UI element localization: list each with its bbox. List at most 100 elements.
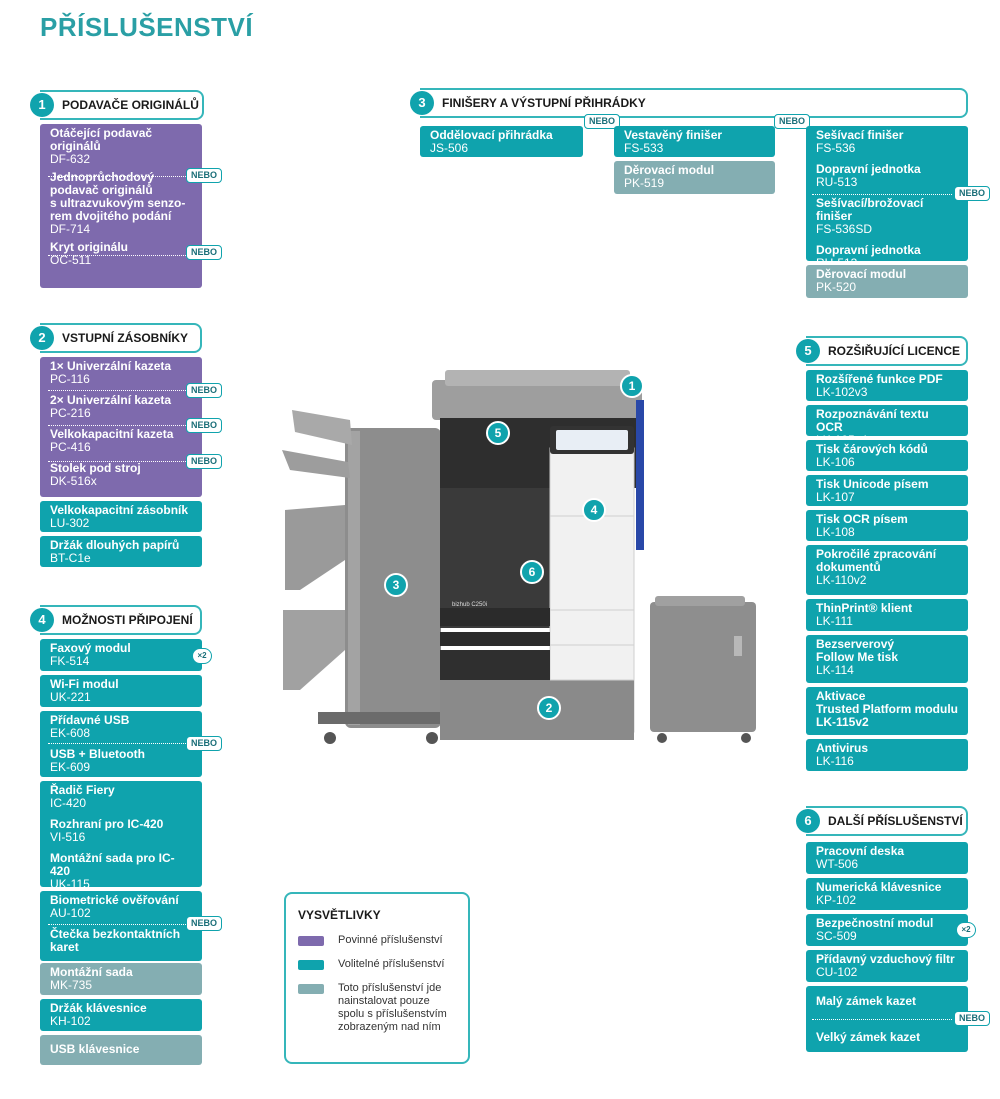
- or-badge: NEBO: [954, 186, 991, 201]
- licence-lk105: Rozpoznávání textu OCR LK-105v4: [806, 405, 968, 447]
- item-name: 2× Univerzální kazeta: [50, 393, 172, 407]
- accessory-mk735: Montážní sada MK-735: [40, 963, 202, 995]
- item-name: Velkokapacitní kazeta: [50, 427, 174, 441]
- item-code: IC-420: [50, 796, 87, 810]
- item-name: Čtečka bezkontaktních karet: [50, 927, 181, 954]
- licence-lk107: Tisk Unicode písem LK-107: [806, 475, 968, 506]
- item-name: Pokročilé zpracování dokumentů: [816, 547, 937, 574]
- item-name: Rozhraní pro IC-420: [50, 817, 164, 831]
- accessory-js506: Oddělovací přihrádka JS-506: [420, 126, 583, 157]
- item-code: UK-115: [50, 877, 90, 891]
- divider: [48, 255, 188, 256]
- item-name: Přídavné USB: [50, 713, 130, 727]
- item-code: FS-536SD: [816, 222, 873, 236]
- item-code: DF-714: [50, 222, 91, 236]
- printer-main-unit: bizhub C250i: [432, 370, 644, 740]
- item-name: Řadič Fiery: [50, 783, 115, 797]
- item-name: Přídavný vzduchový filtr: [816, 952, 955, 966]
- item-code: PC-116: [50, 372, 90, 386]
- item-name: Oddělovací přihrádka: [430, 128, 553, 142]
- section-header-input-trays: 2 VSTUPNÍ ZÁSOBNÍKY: [30, 323, 202, 353]
- item-code: PC-416: [50, 440, 91, 454]
- section-number: 4: [30, 608, 54, 632]
- item-name: USB + Bluetooth: [50, 747, 145, 761]
- item-code: VI-516: [50, 830, 86, 844]
- item-code: RU-513: [816, 175, 858, 189]
- callout-input-trays: 2: [537, 696, 561, 720]
- item-name: Dopravní jednotka: [816, 162, 921, 176]
- item-name: Faxový modul: [50, 641, 131, 655]
- item-name: Stolek pod stroj: [50, 461, 141, 475]
- fiery-group: Řadič Fiery IC-420 Rozhraní pro IC-420 V…: [40, 781, 202, 891]
- item-code: DF-632: [50, 152, 91, 166]
- item-code: EK-608: [50, 726, 91, 740]
- accessory-pk520: Děrovací modul PK-520: [806, 265, 968, 298]
- item-code: FS-533: [624, 141, 664, 155]
- item-name: Montážní sada: [50, 965, 133, 979]
- divider: [48, 390, 188, 391]
- accessory-wt506: Pracovní deska WT-506: [806, 842, 968, 874]
- or-badge: NEBO: [186, 383, 223, 398]
- callout-connectivity: 4: [582, 498, 606, 522]
- divider: [812, 194, 952, 195]
- item-name: Montážní sada pro IC-420: [50, 851, 175, 878]
- item-code: UK-221: [50, 690, 91, 704]
- section-header-licences: 5 ROZŠIŘUJÍCÍ LICENCE: [796, 336, 968, 366]
- item-code: MK-735: [50, 978, 93, 992]
- item-code: PK-519: [624, 176, 665, 190]
- item-name: Dopravní jednotka: [816, 243, 921, 257]
- finisher-group: Sešívací finišer FS-536 Dopravní jednotk…: [806, 126, 968, 270]
- licence-lk110: Pokročilé zpracování dokumentů LK-110v2: [806, 545, 968, 595]
- item-code: CU-102: [816, 965, 858, 979]
- accessory-pk519: Děrovací modul PK-519: [614, 161, 775, 194]
- or-badge: NEBO: [186, 916, 223, 931]
- accessory-kh102: Držák klávesnice KH-102: [40, 999, 202, 1031]
- accessory-kp102: Numerická klávesnice KP-102: [806, 878, 968, 910]
- item-code: LU-302: [50, 516, 90, 530]
- divider: [48, 924, 188, 925]
- licence-lk106: Tisk čárových kódů LK-106: [806, 440, 968, 471]
- item-code: LK-107: [816, 490, 855, 504]
- item-code: PC-216: [50, 406, 91, 420]
- legend: VYSVĚTLIVKY Povinné příslušenství Volite…: [284, 892, 470, 1064]
- item-name: Sešívací/brožovací finišer: [816, 196, 924, 223]
- or-badge: NEBO: [186, 168, 223, 183]
- section-number: 5: [796, 339, 820, 363]
- item-code: LK-114: [816, 663, 854, 677]
- item-code: LK-108: [816, 525, 855, 539]
- item-code: FS-536: [816, 141, 856, 155]
- item-name: Aktivace Trusted Platform modulu LK-115v…: [816, 689, 959, 729]
- item-code: LK-116: [816, 754, 854, 768]
- accessory-btc1e: Držák dlouhých papírů BT-C1e: [40, 536, 202, 567]
- licence-lk108: Tisk OCR písem LK-108: [806, 510, 968, 541]
- or-badge: NEBO: [186, 418, 223, 433]
- item-name: Jednoprůchodový podavač originálů s ultr…: [50, 170, 186, 223]
- item-name: Tisk čárových kódů: [816, 442, 928, 456]
- large-capacity-unit: [650, 596, 756, 743]
- callout-other: 6: [520, 560, 544, 584]
- item-code: LK-110v2: [816, 573, 867, 587]
- section-header-originals: 1 PODAVAČE ORIGINÁLŮ: [30, 90, 204, 120]
- divider: [48, 743, 188, 744]
- item-code: BT-C1e: [50, 551, 91, 565]
- item-name: 1× Univerzální kazeta: [50, 359, 172, 373]
- item-name: Kryt originálu: [50, 240, 129, 254]
- item-code: WT-506: [816, 857, 859, 871]
- finisher-unit: [282, 410, 443, 744]
- item-name: ThinPrint® klient: [816, 601, 913, 615]
- item-code: SC-509: [816, 929, 857, 943]
- item-name: Biometrické ověřování: [50, 893, 179, 907]
- quantity-badge: ×2: [956, 922, 976, 938]
- item-code: KH-102: [50, 1014, 91, 1028]
- item-name: Rozpoznávání textu OCR: [816, 407, 929, 434]
- item-code: AU-102: [50, 906, 91, 920]
- item-code: EK-609: [50, 760, 91, 774]
- licence-lk116: Antivirus LK-116: [806, 739, 968, 771]
- callout-originals: 1: [620, 374, 644, 398]
- section-header-finishers: 3 FINIŠERY A VÝSTUPNÍ PŘIHRÁDKY: [410, 88, 968, 118]
- section-title: FINIŠERY A VÝSTUPNÍ PŘIHRÁDKY: [442, 96, 646, 110]
- accessory-lu302: Velkokapacitní zásobník LU-302: [40, 501, 202, 532]
- accessory-uk221: Wi-Fi modul UK-221: [40, 675, 202, 707]
- item-name: Velký zámek kazet: [816, 1030, 921, 1044]
- accessory-fs533: Vestavěný finišer FS-533: [614, 126, 775, 157]
